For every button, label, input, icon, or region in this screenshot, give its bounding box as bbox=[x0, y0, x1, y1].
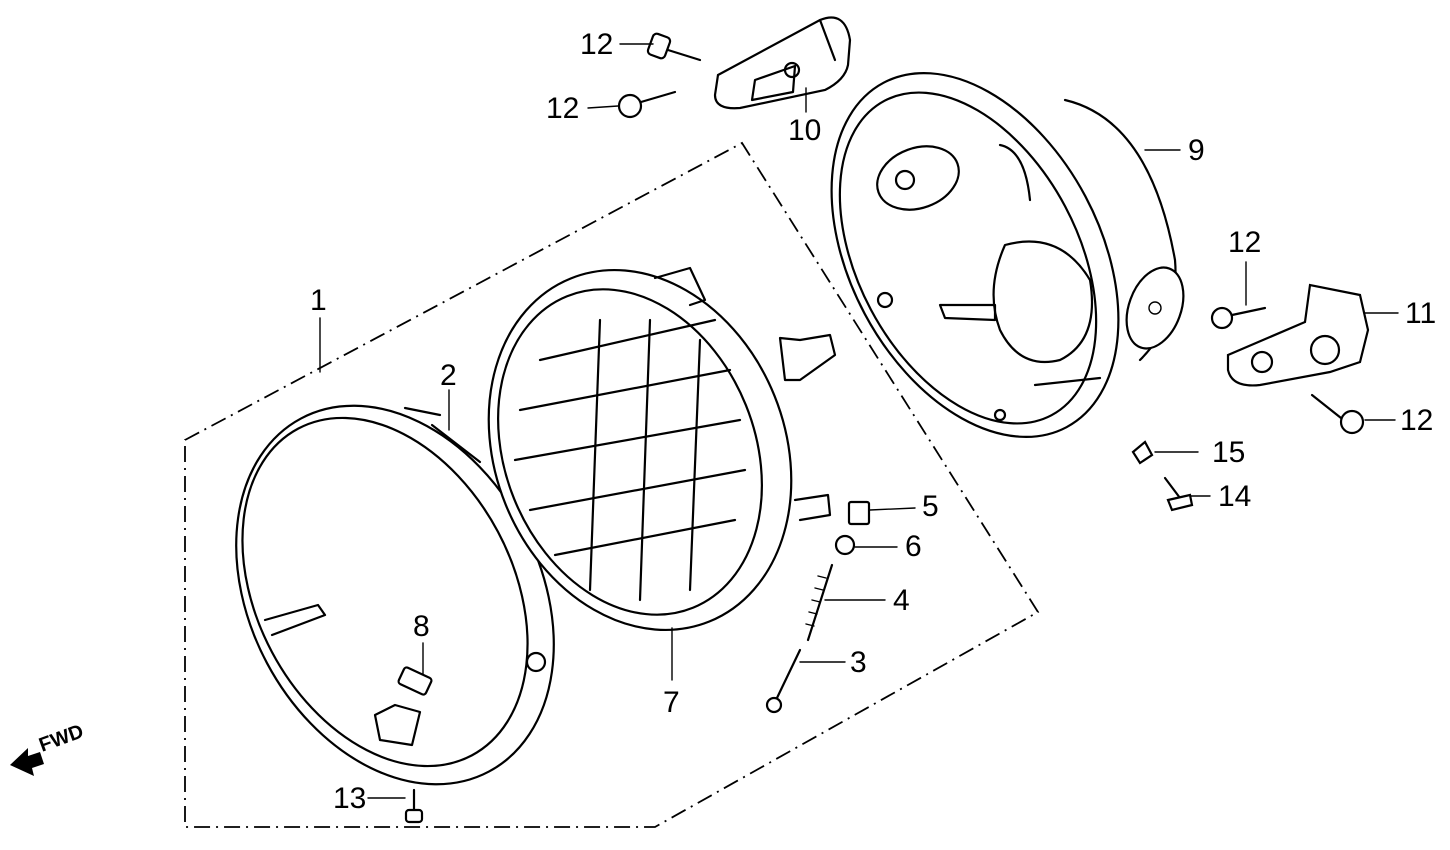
callout-8: 8 bbox=[413, 610, 430, 643]
leader-5 bbox=[869, 507, 916, 511]
sealed-beam-unit bbox=[487, 266, 837, 632]
callout-6: 6 bbox=[905, 530, 922, 563]
callout-14: 14 bbox=[1218, 480, 1251, 513]
callout-10: 10 bbox=[788, 114, 821, 147]
callout-7: 7 bbox=[663, 686, 680, 719]
bolt-12-b bbox=[617, 90, 677, 119]
callout-12-b: 12 bbox=[546, 92, 579, 125]
callout-5: 5 bbox=[922, 490, 939, 523]
callout-2: 2 bbox=[440, 359, 457, 392]
leader-12b bbox=[587, 105, 619, 109]
callout-4: 4 bbox=[893, 584, 910, 617]
forward-arrow-icon: FWD bbox=[10, 720, 87, 776]
forward-label: FWD bbox=[36, 720, 86, 756]
screw-part-14 bbox=[1163, 476, 1194, 512]
callout-12-d: 12 bbox=[1400, 404, 1433, 437]
adjust-screw bbox=[765, 648, 802, 714]
adjust-spring bbox=[805, 563, 834, 642]
callout-15: 15 bbox=[1212, 436, 1245, 469]
bracket-upper bbox=[713, 16, 852, 110]
callout-12-c: 12 bbox=[1228, 226, 1261, 259]
nut-part-15 bbox=[1131, 440, 1154, 465]
nut-part-5 bbox=[847, 500, 871, 526]
callout-1: 1 bbox=[310, 284, 327, 317]
screw-part-13 bbox=[404, 788, 424, 824]
bolt-12-d bbox=[1310, 393, 1365, 435]
headlight-case bbox=[830, 71, 1185, 439]
callout-12-a: 12 bbox=[580, 28, 613, 61]
headlight-rim bbox=[235, 404, 555, 786]
bracket-lower bbox=[1226, 283, 1370, 387]
rim-spring-strip bbox=[430, 423, 482, 464]
callout-3: 3 bbox=[850, 646, 867, 679]
bolt-12-c bbox=[1210, 306, 1267, 330]
callout-11: 11 bbox=[1405, 297, 1436, 330]
nut-part-6 bbox=[834, 534, 856, 556]
callout-9: 9 bbox=[1188, 134, 1205, 167]
rim-clip bbox=[397, 666, 433, 696]
bolt-12-a bbox=[646, 32, 702, 62]
callout-13: 13 bbox=[333, 782, 366, 815]
